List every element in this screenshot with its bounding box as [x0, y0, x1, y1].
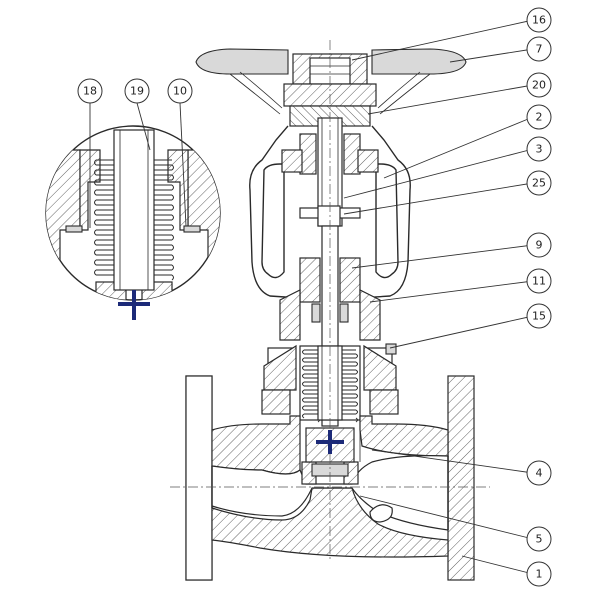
- bonnet-flange: [261, 343, 399, 415]
- part-label-2: 2: [526, 104, 552, 130]
- part-label-3: 3: [526, 136, 552, 162]
- svg-text:25: 25: [532, 177, 546, 190]
- svg-text:11: 11: [532, 275, 546, 288]
- leader-lines: [89, 19, 534, 575]
- detail-label-18: 18: [77, 78, 103, 104]
- svg-text:1: 1: [536, 568, 543, 581]
- handwheel: [195, 48, 467, 115]
- part-label-20: 20: [526, 72, 552, 98]
- part-label-7: 7: [526, 36, 552, 62]
- part-label-9: 9: [526, 232, 552, 258]
- part-label-11: 11: [526, 268, 552, 294]
- detail-view: [45, 125, 221, 320]
- cross-marker-detail: [118, 290, 150, 320]
- svg-text:5: 5: [536, 533, 543, 546]
- svg-text:20: 20: [532, 79, 546, 92]
- svg-text:10: 10: [173, 85, 187, 98]
- part-label-bubbles: 16 7 20 2 3 25 9 11: [77, 7, 552, 587]
- part-label-25: 25: [526, 170, 552, 196]
- svg-text:4: 4: [536, 467, 543, 480]
- detail-label-10: 10: [167, 78, 193, 104]
- svg-text:9: 9: [536, 239, 543, 252]
- svg-text:18: 18: [83, 85, 97, 98]
- detail-label-19: 19: [124, 78, 150, 104]
- part-label-15: 15: [526, 303, 552, 329]
- svg-text:19: 19: [130, 85, 144, 98]
- svg-text:15: 15: [532, 310, 546, 323]
- svg-text:2: 2: [536, 111, 543, 124]
- svg-text:16: 16: [532, 14, 546, 27]
- bonnet-upper: [279, 257, 381, 341]
- svg-text:7: 7: [536, 43, 543, 56]
- part-label-5: 5: [526, 526, 552, 552]
- svg-text:3: 3: [536, 143, 543, 156]
- yoke: [249, 125, 411, 299]
- part-label-16: 16: [526, 7, 552, 33]
- cross-marker-main: [316, 430, 344, 454]
- part-label-4: 4: [526, 460, 552, 486]
- part-label-1: 1: [526, 561, 552, 587]
